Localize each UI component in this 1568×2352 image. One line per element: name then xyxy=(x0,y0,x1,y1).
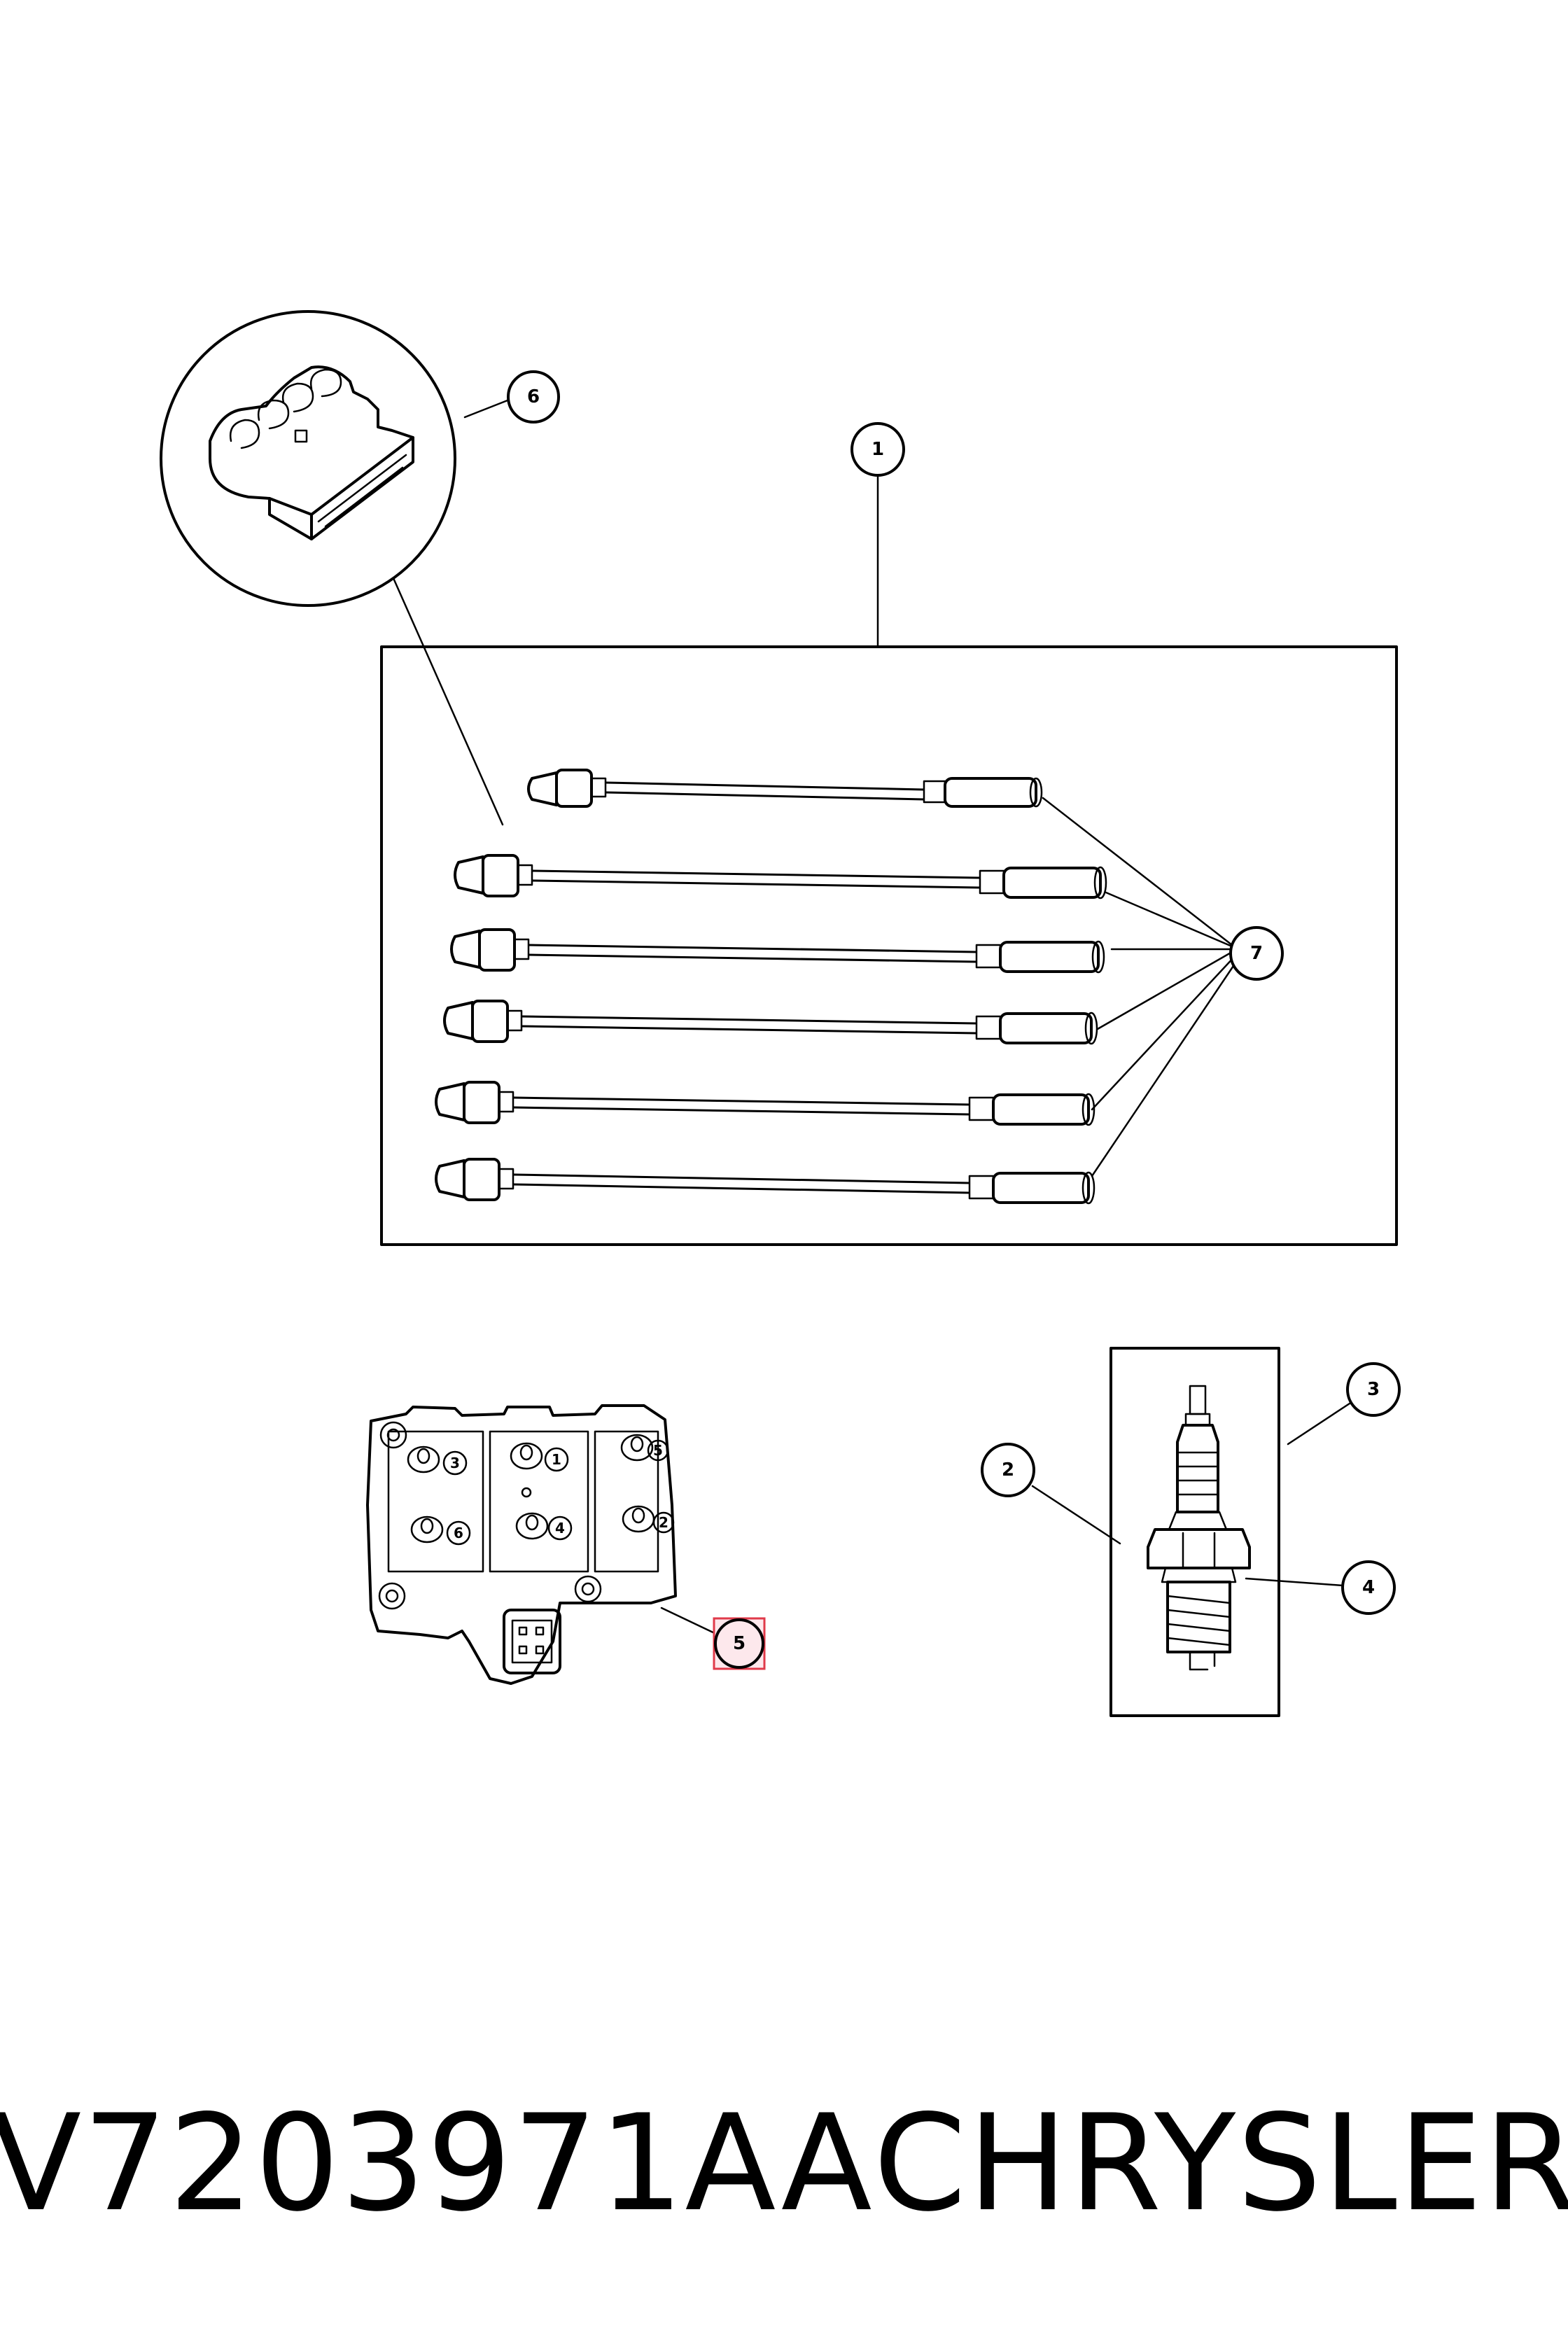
ignition-wire-set: 1 xyxy=(380,422,1398,1246)
wire-separator-detail xyxy=(160,310,504,826)
svg-text:3: 3 xyxy=(450,1455,460,1471)
coil-tower-6: 6 xyxy=(410,1516,471,1546)
callout-4: 4 xyxy=(1245,1560,1396,1615)
coil-tower-1: 1 xyxy=(510,1442,569,1472)
ignition-wire-4 xyxy=(443,1000,1098,1045)
svg-text:2: 2 xyxy=(659,1514,668,1531)
svg-text:6: 6 xyxy=(454,1525,463,1541)
spark-plug-box xyxy=(1110,1347,1280,1717)
svg-text:1: 1 xyxy=(872,439,884,460)
svg-text:4: 4 xyxy=(555,1520,565,1536)
callout-6: 6 xyxy=(463,370,560,424)
part-number: V7203971AA xyxy=(0,2085,874,2241)
callout-7: 7 xyxy=(1042,797,1284,1177)
coil-tower-3: 3 xyxy=(407,1446,468,1476)
brand-name: CHRYSLER xyxy=(873,2085,1568,2241)
svg-text:4: 4 xyxy=(1362,1577,1375,1598)
ignition-wire-1 xyxy=(527,769,1043,808)
ignition-wire-2 xyxy=(454,854,1107,899)
svg-text:5: 5 xyxy=(653,1442,663,1459)
ignition-coil-pack: 3 1 5 6 4 2 xyxy=(366,1404,677,1685)
callout-1: 1 xyxy=(850,422,905,648)
svg-text:6: 6 xyxy=(527,386,540,407)
ignition-wire-3 xyxy=(450,928,1105,974)
svg-text:3: 3 xyxy=(1367,1379,1380,1400)
callout-2: 2 xyxy=(981,1443,1121,1545)
coil-tower-2: 2 xyxy=(622,1505,675,1534)
svg-text:2: 2 xyxy=(1002,1460,1014,1480)
coil-tower-4: 4 xyxy=(515,1512,573,1541)
spark-plug xyxy=(1147,1385,1251,1671)
ignition-wire-5 xyxy=(435,1081,1096,1126)
svg-text:5: 5 xyxy=(733,1633,746,1654)
ignition-wire-6 xyxy=(435,1158,1096,1205)
svg-text:1: 1 xyxy=(552,1451,561,1468)
svg-text:7: 7 xyxy=(1250,943,1263,964)
callout-5[interactable]: 5 xyxy=(660,1606,766,1670)
callout-3: 3 xyxy=(1287,1362,1401,1446)
coil-tower-5: 5 xyxy=(620,1434,669,1462)
